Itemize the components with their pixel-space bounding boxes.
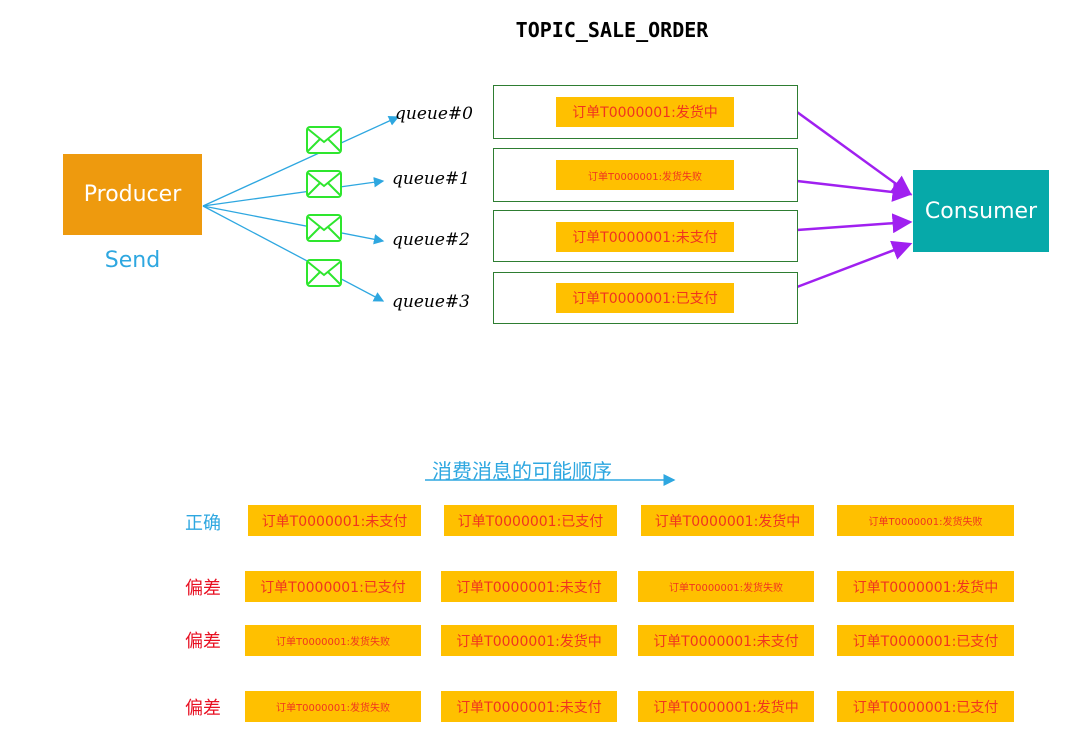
order-cell: 订单T0000001:发货失败 [837,505,1014,536]
consume-arrow-queue-1 [796,179,913,202]
queue-message-1: 订单T0000001:发货失败 [556,160,734,190]
producer-label: Producer [83,182,182,207]
send-label: Send [104,248,161,273]
queue-label-1: queue#1 [392,169,470,189]
queue-message-0: 订单T0000001:发货中 [556,97,734,127]
consume-arrow-queue-2 [796,213,913,234]
envelope-icon [306,170,342,198]
envelope-icon [306,259,342,287]
send-arrow-queue-1 [202,177,385,207]
consumer-label: Consumer [924,198,1038,224]
row-label-deviation: 偏差 [185,578,221,599]
order-cell: 订单T0000001:发货失败 [638,571,814,602]
row-label-deviation: 偏差 [185,698,221,719]
order-cell: 订单T0000001:未支付 [441,571,617,602]
order-cell: 订单T0000001:未支付 [248,505,421,536]
queue-inner-arrows [500,104,782,305]
order-cell: 订单T0000001:发货失败 [245,625,421,656]
send-arrow-queue-0 [202,116,400,207]
row-label-correct: 正确 [185,513,221,534]
order-cell: 订单T0000001:未支付 [638,625,814,656]
order-cell: 订单T0000001:发货中 [641,505,814,536]
order-cell: 订单T0000001:已支付 [837,625,1014,656]
consumer-box: Consumer [913,170,1049,252]
queue-message-2: 订单T0000001:未支付 [556,222,734,252]
queue-label-3: queue#3 [392,292,470,312]
send-arrow-queue-3 [202,205,385,302]
producer-box: Producer [63,154,202,235]
send-arrow-queue-2 [202,205,385,245]
topic-title: TOPIC_SALE_ORDER [515,18,709,42]
order-cell: 订单T0000001:发货中 [638,691,814,722]
order-cell: 订单T0000001:发货中 [837,571,1014,602]
queue-message-3: 订单T0000001:已支付 [556,283,734,313]
order-cell: 订单T0000001:未支付 [441,691,617,722]
row-label-deviation: 偏差 [185,631,221,652]
order-section-heading: 消费消息的可能顺序 [432,459,612,483]
order-cell: 订单T0000001:发货中 [441,625,617,656]
order-cell: 订单T0000001:发货失败 [245,691,421,722]
consume-arrow-queue-3 [796,240,913,289]
order-cell: 订单T0000001:已支付 [245,571,421,602]
envelope-icon [306,214,342,242]
order-cell: 订单T0000001:已支付 [444,505,617,536]
consume-arrow-queue-0 [796,110,913,196]
envelope-icon [306,126,342,154]
queue-label-2: queue#2 [392,230,470,250]
queue-label-0: queue#0 [395,104,473,124]
order-cell: 订单T0000001:已支付 [837,691,1014,722]
